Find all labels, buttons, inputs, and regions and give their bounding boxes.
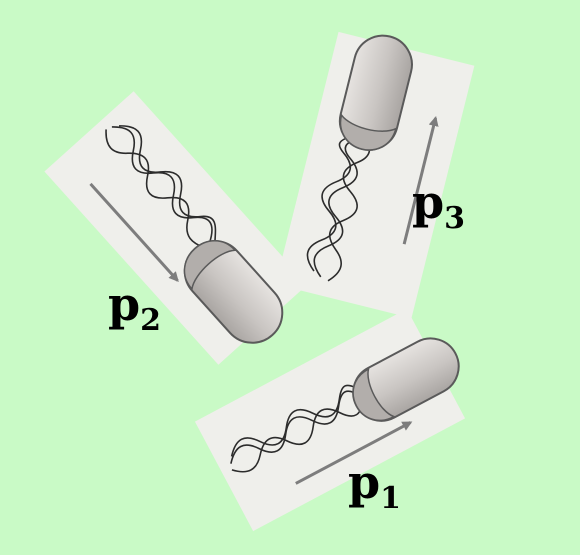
bacteria-diagram: p1 p2 p3 bbox=[0, 0, 580, 555]
